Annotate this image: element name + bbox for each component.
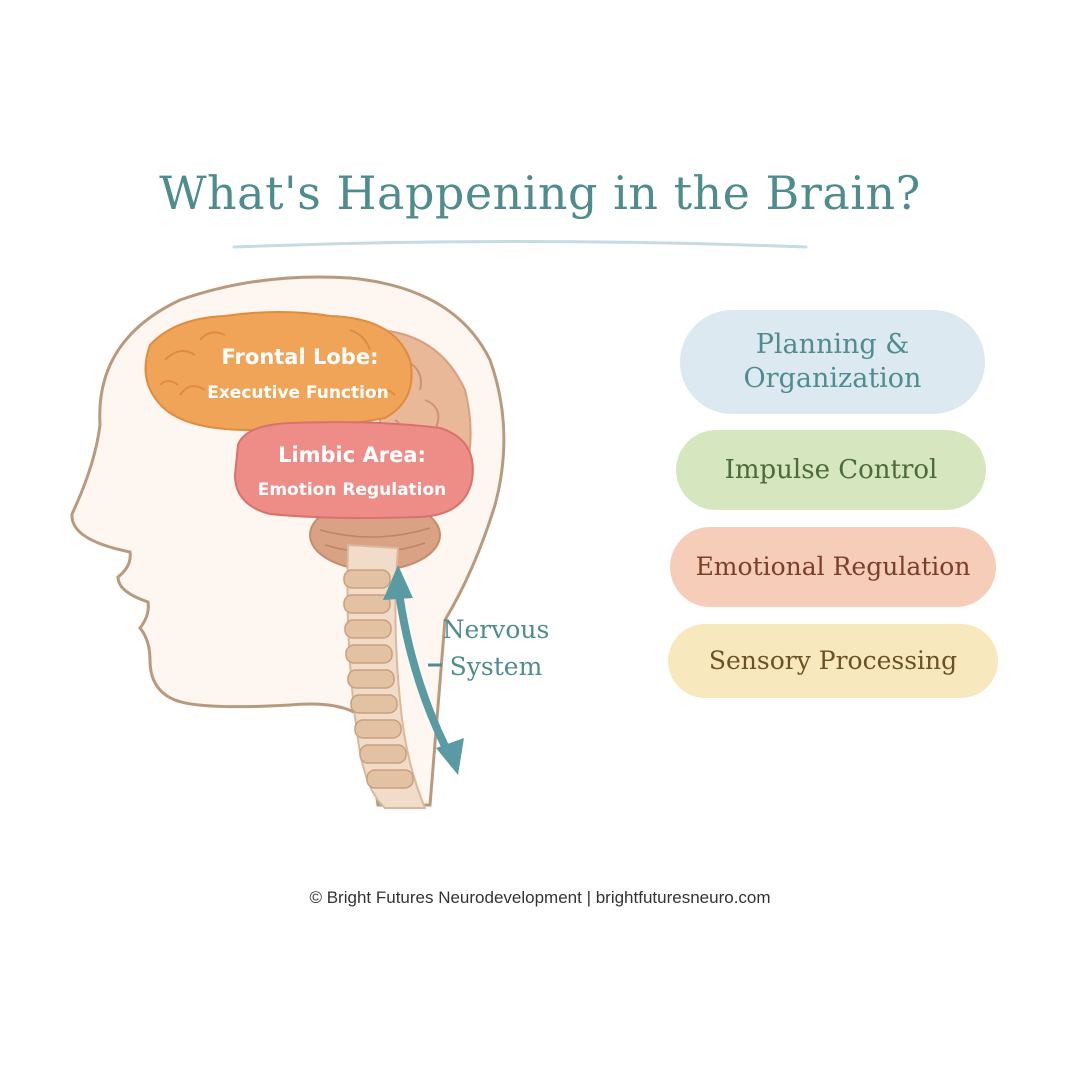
footer-credit: © Bright Futures Neurodevelopment | brig…	[309, 888, 771, 907]
frontal-lobe-subtitle: Executive Function	[207, 383, 389, 403]
nervous-system-label-line1: Nervous	[443, 615, 550, 644]
pill-emotional-regulation: Emotional Regulation	[670, 527, 996, 607]
pill-planning-organization: Planning & Organization	[680, 310, 985, 414]
frontal-lobe	[144, 311, 413, 432]
page-title: What's Happening in the Brain?	[159, 166, 921, 220]
nervous-system-label-line2: System	[450, 652, 543, 681]
pill-line2: Organization	[743, 363, 922, 394]
spine	[343, 543, 427, 809]
pill-sensory-processing: Sensory Processing	[668, 624, 998, 698]
pill-line1: Emotional Regulation	[695, 552, 971, 582]
pill-line1: Impulse Control	[724, 454, 938, 485]
pill-line1: Planning &	[755, 329, 910, 361]
title-underline	[232, 240, 808, 249]
frontal-lobe-title: Frontal Lobe:	[222, 345, 379, 369]
pill-line1: Sensory Processing	[708, 646, 958, 676]
limbic-area-title: Limbic Area:	[278, 443, 426, 467]
pill-impulse-control: Impulse Control	[676, 430, 986, 510]
limbic-area-subtitle: Emotion Regulation	[258, 480, 447, 500]
limbic-area	[233, 421, 474, 519]
nervous-system-arrow	[383, 565, 464, 775]
